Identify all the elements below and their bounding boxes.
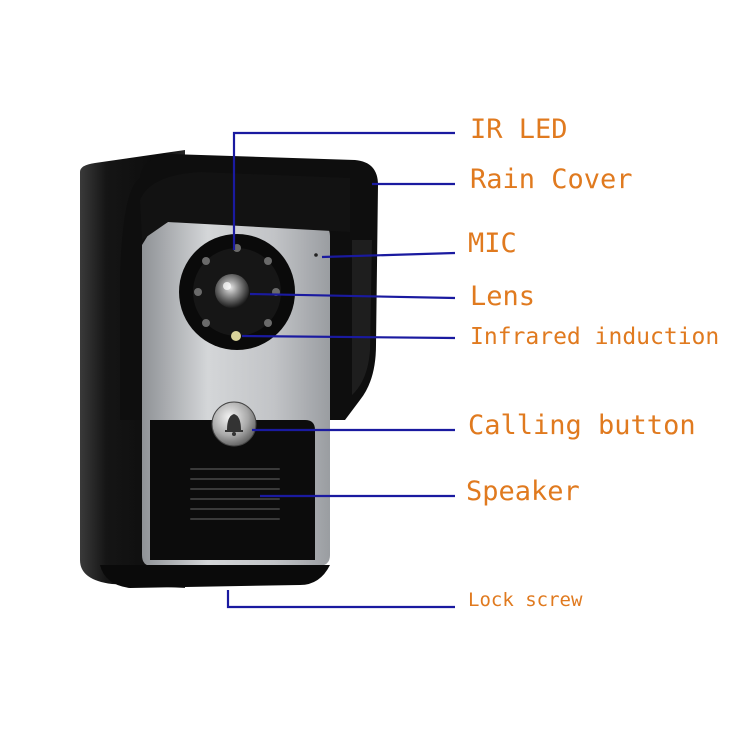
lens-glint [223,282,231,290]
leader-lock-screw [226,590,455,609]
speaker-holes [190,468,280,520]
ir-led-icon [202,319,210,327]
lens-icon [215,274,249,308]
leader-mic [321,251,456,259]
leader-infrared [241,334,456,340]
ir-led-icon [194,288,202,296]
housing-bottom [100,565,330,588]
ir-led-icon [264,257,272,265]
label-rain-cover: Rain Cover [470,164,633,195]
ir-led-icon [264,319,272,327]
hood-shadow [140,172,350,240]
label-speaker: Speaker [466,476,580,507]
ir-led-icon [202,257,210,265]
mic-icon [314,253,318,257]
bell-icon [225,414,243,436]
label-calling-button: Calling button [468,410,696,441]
label-mic: MIC [468,228,517,259]
rain-cover-side [352,240,372,395]
leader-ir-led [232,131,455,250]
leader-lines [226,131,456,609]
label-lens: Lens [470,281,536,312]
leader-lens [249,292,456,300]
label-ir-led: IR LED [470,114,568,145]
infrared-sensor-icon [231,331,241,341]
label-lock-screw: Lock screw [468,589,583,611]
label-infrared-induction: Infrared induction [470,324,720,350]
